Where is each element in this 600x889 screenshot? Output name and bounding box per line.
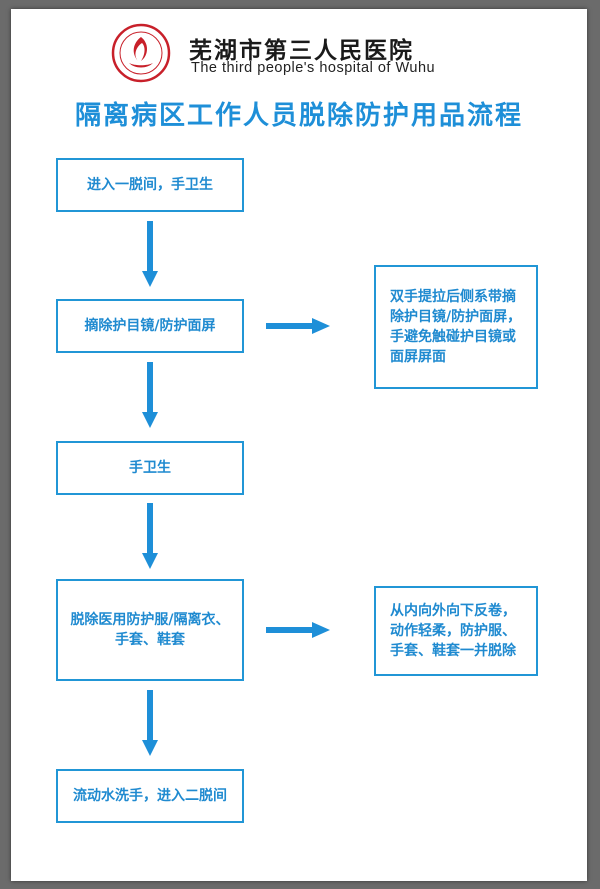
note-text: 双手提拉后侧系带摘除护目镜/防护面屏，手避免触碰护目镜或面屏屏面: [390, 289, 522, 365]
hospital-name-cn: 芜湖市第三人民医院: [189, 37, 414, 64]
step-box-4: 脱除医用防护服/隔离衣、手套、鞋套: [56, 579, 244, 681]
step-label: 流动水洗手，进入二脱间: [73, 788, 227, 804]
step-box-1: 进入一脱间，手卫生: [56, 158, 244, 212]
step-label: 脱除医用防护服/隔离衣、手套、鞋套: [70, 612, 230, 648]
header: 芜湖市第三人民医院 The third people's hospital of…: [11, 9, 587, 89]
hospital-name-en: The third people's hospital of Wuhu: [191, 60, 436, 76]
poster: 芜湖市第三人民医院 The third people's hospital of…: [11, 9, 587, 881]
arrow-down-icon: [142, 690, 158, 756]
step-box-3: 手卫生: [56, 441, 244, 495]
arrow-right-icon: [266, 318, 330, 334]
arrow-down-icon: [142, 362, 158, 428]
note-box-2: 从内向外向下反卷，动作轻柔，防护服、手套、鞋套一并脱除: [374, 586, 538, 676]
note-box-1: 双手提拉后侧系带摘除护目镜/防护面屏，手避免触碰护目镜或面屏屏面: [374, 265, 538, 389]
note-text: 从内向外向下反卷，动作轻柔，防护服、手套、鞋套一并脱除: [390, 603, 516, 659]
arrow-down-icon: [142, 503, 158, 569]
step-label: 摘除护目镜/防护面屏: [84, 318, 216, 334]
arrow-down-icon: [142, 221, 158, 287]
hospital-logo: [111, 23, 171, 83]
step-box-2: 摘除护目镜/防护面屏: [56, 299, 244, 353]
step-label: 手卫生: [129, 460, 171, 476]
step-label: 进入一脱间，手卫生: [87, 177, 213, 193]
page-title: 隔离病区工作人员脱除防护用品流程: [74, 101, 523, 131]
arrow-right-icon: [266, 622, 330, 638]
step-box-5: 流动水洗手，进入二脱间: [56, 769, 244, 823]
